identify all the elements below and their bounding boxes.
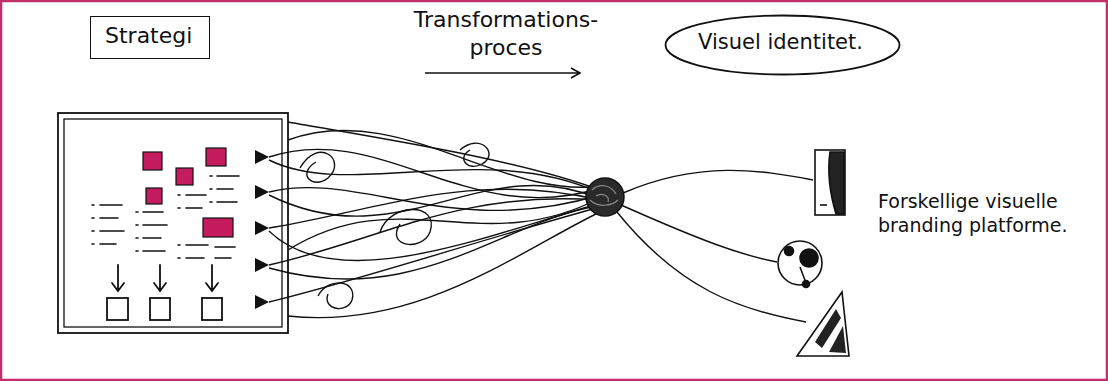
tangled-lines	[288, 210, 604, 318]
platform-lines	[617, 170, 813, 322]
strategy-sheet	[203, 218, 233, 237]
knot	[586, 178, 624, 216]
ellipse-outline	[666, 16, 900, 75]
strategy-sheet	[255, 258, 269, 272]
platform-icons	[778, 241, 822, 285]
strategy-sheet	[58, 113, 288, 333]
tangled-lines	[288, 122, 600, 190]
platform-icons	[820, 204, 827, 206]
strategy-sheet	[146, 188, 162, 204]
strategy-box: Strategi	[90, 16, 210, 59]
identity-ellipse: Visuel identitet.	[664, 14, 901, 76]
process-arrow	[425, 68, 580, 78]
knot	[590, 186, 618, 206]
node-text: Strategi	[105, 23, 195, 49]
strategy-sheet	[150, 298, 170, 320]
strategy-sheet	[255, 221, 269, 235]
platform-icons	[797, 292, 849, 356]
platform-lines	[621, 205, 777, 262]
strategy-sheet	[112, 265, 218, 291]
strategy-sheet	[206, 148, 226, 166]
strategy-sheet	[143, 152, 162, 170]
tangled-lines	[300, 152, 335, 182]
tangled-lines	[380, 210, 431, 245]
platform-icons	[803, 281, 810, 288]
tangled-lines	[269, 207, 600, 302]
strategy-sheet	[255, 295, 269, 309]
platform-icons	[800, 249, 818, 267]
process-arrow	[425, 68, 580, 78]
strategy-sheet	[58, 113, 288, 333]
node-text: Visuel identitet.	[698, 30, 867, 55]
platform-icons	[785, 247, 794, 256]
strategy-sheet	[255, 150, 269, 164]
process-label: Transformations- proces	[388, 6, 624, 61]
strategy-sheet	[255, 150, 269, 309]
tangled-lines	[288, 130, 602, 187]
tangled-lines	[460, 143, 489, 166]
tangled-lines	[318, 283, 353, 309]
tangled-lines	[269, 122, 604, 318]
tangled-lines	[288, 198, 600, 250]
strategy-sheet	[255, 185, 269, 199]
platform-note: Forskellige visuelle branding platforme.	[878, 190, 1090, 238]
platform-lines	[623, 170, 813, 193]
tangled-lines	[269, 189, 600, 228]
strategy-sheet	[107, 298, 128, 320]
strategy-sheet	[143, 148, 233, 237]
tangled-lines	[269, 185, 598, 216]
platform-icons	[815, 309, 846, 353]
strategy-sheet	[92, 176, 239, 258]
strategy-sheet	[176, 168, 193, 185]
strategy-sheet	[202, 298, 222, 320]
platform-icons	[778, 150, 849, 356]
knot	[586, 178, 624, 216]
platform-icons	[815, 150, 845, 215]
strategy-sheet	[64, 119, 282, 327]
tangled-lines	[269, 205, 603, 279]
platform-icons	[829, 152, 844, 214]
